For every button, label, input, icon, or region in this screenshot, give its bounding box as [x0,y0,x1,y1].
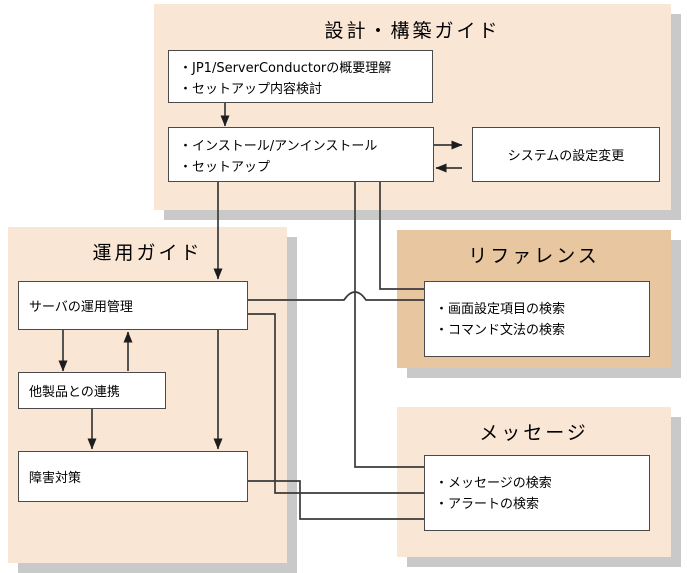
message-search-box[interactable]: ・メッセージの検索 ・アラートの検索 [424,455,650,531]
message-search-line-1: ・メッセージの検索 [435,476,552,491]
install-setup-box-line-1: ・インストール/アンインストール [179,139,378,154]
reference-search-line-1: ・画面設定項目の検索 [435,302,566,317]
operation-guide-title: 運用ガイド [92,242,203,264]
system-config-change-box[interactable]: システムの設定変更 [472,127,660,182]
flow-servermgmt-to-message [248,313,460,498]
design-build-guide-panel: 設計・構築ガイド [154,4,681,220]
reference-search-line-2: ・コマンド文法の検索 [435,323,566,338]
install-setup-box-line-2: ・セットアップ [179,160,271,175]
other-product-linkage-label: 他製品との連携 [29,385,120,400]
reference-title: リファレンス [468,245,600,267]
overview-box-line-1: ・JP1/ServerConductorの概要理解 [179,61,392,76]
server-operation-management-box[interactable]: サーバの運用管理 [18,281,248,330]
message-search-line-2: ・アラートの検索 [435,497,540,512]
message-title: メッセージ [479,422,589,444]
install-setup-box[interactable]: ・インストール/アンインストール ・セットアップ [168,127,434,182]
failure-countermeasure-box[interactable]: 障害対策 [18,451,248,502]
other-product-linkage-box[interactable]: 他製品との連携 [18,372,166,409]
failure-countermeasure-label: 障害対策 [29,471,82,486]
overview-box-line-2: ・セットアップ内容検討 [179,82,323,97]
design-build-guide-title: 設計・構築ガイド [324,20,501,42]
server-operation-management-label: サーバの運用管理 [29,300,133,315]
flow-trouble-to-message [248,480,460,524]
system-config-change-label: システムの設定変更 [507,149,625,164]
reference-search-box[interactable]: ・画面設定項目の検索 ・コマンド文法の検索 [424,281,650,357]
flow-servermgmt-to-reference [248,291,460,305]
overview-box[interactable]: ・JP1/ServerConductorの概要理解 ・セットアップ内容検討 [168,50,433,103]
flow-install-to-reference [379,182,460,294]
